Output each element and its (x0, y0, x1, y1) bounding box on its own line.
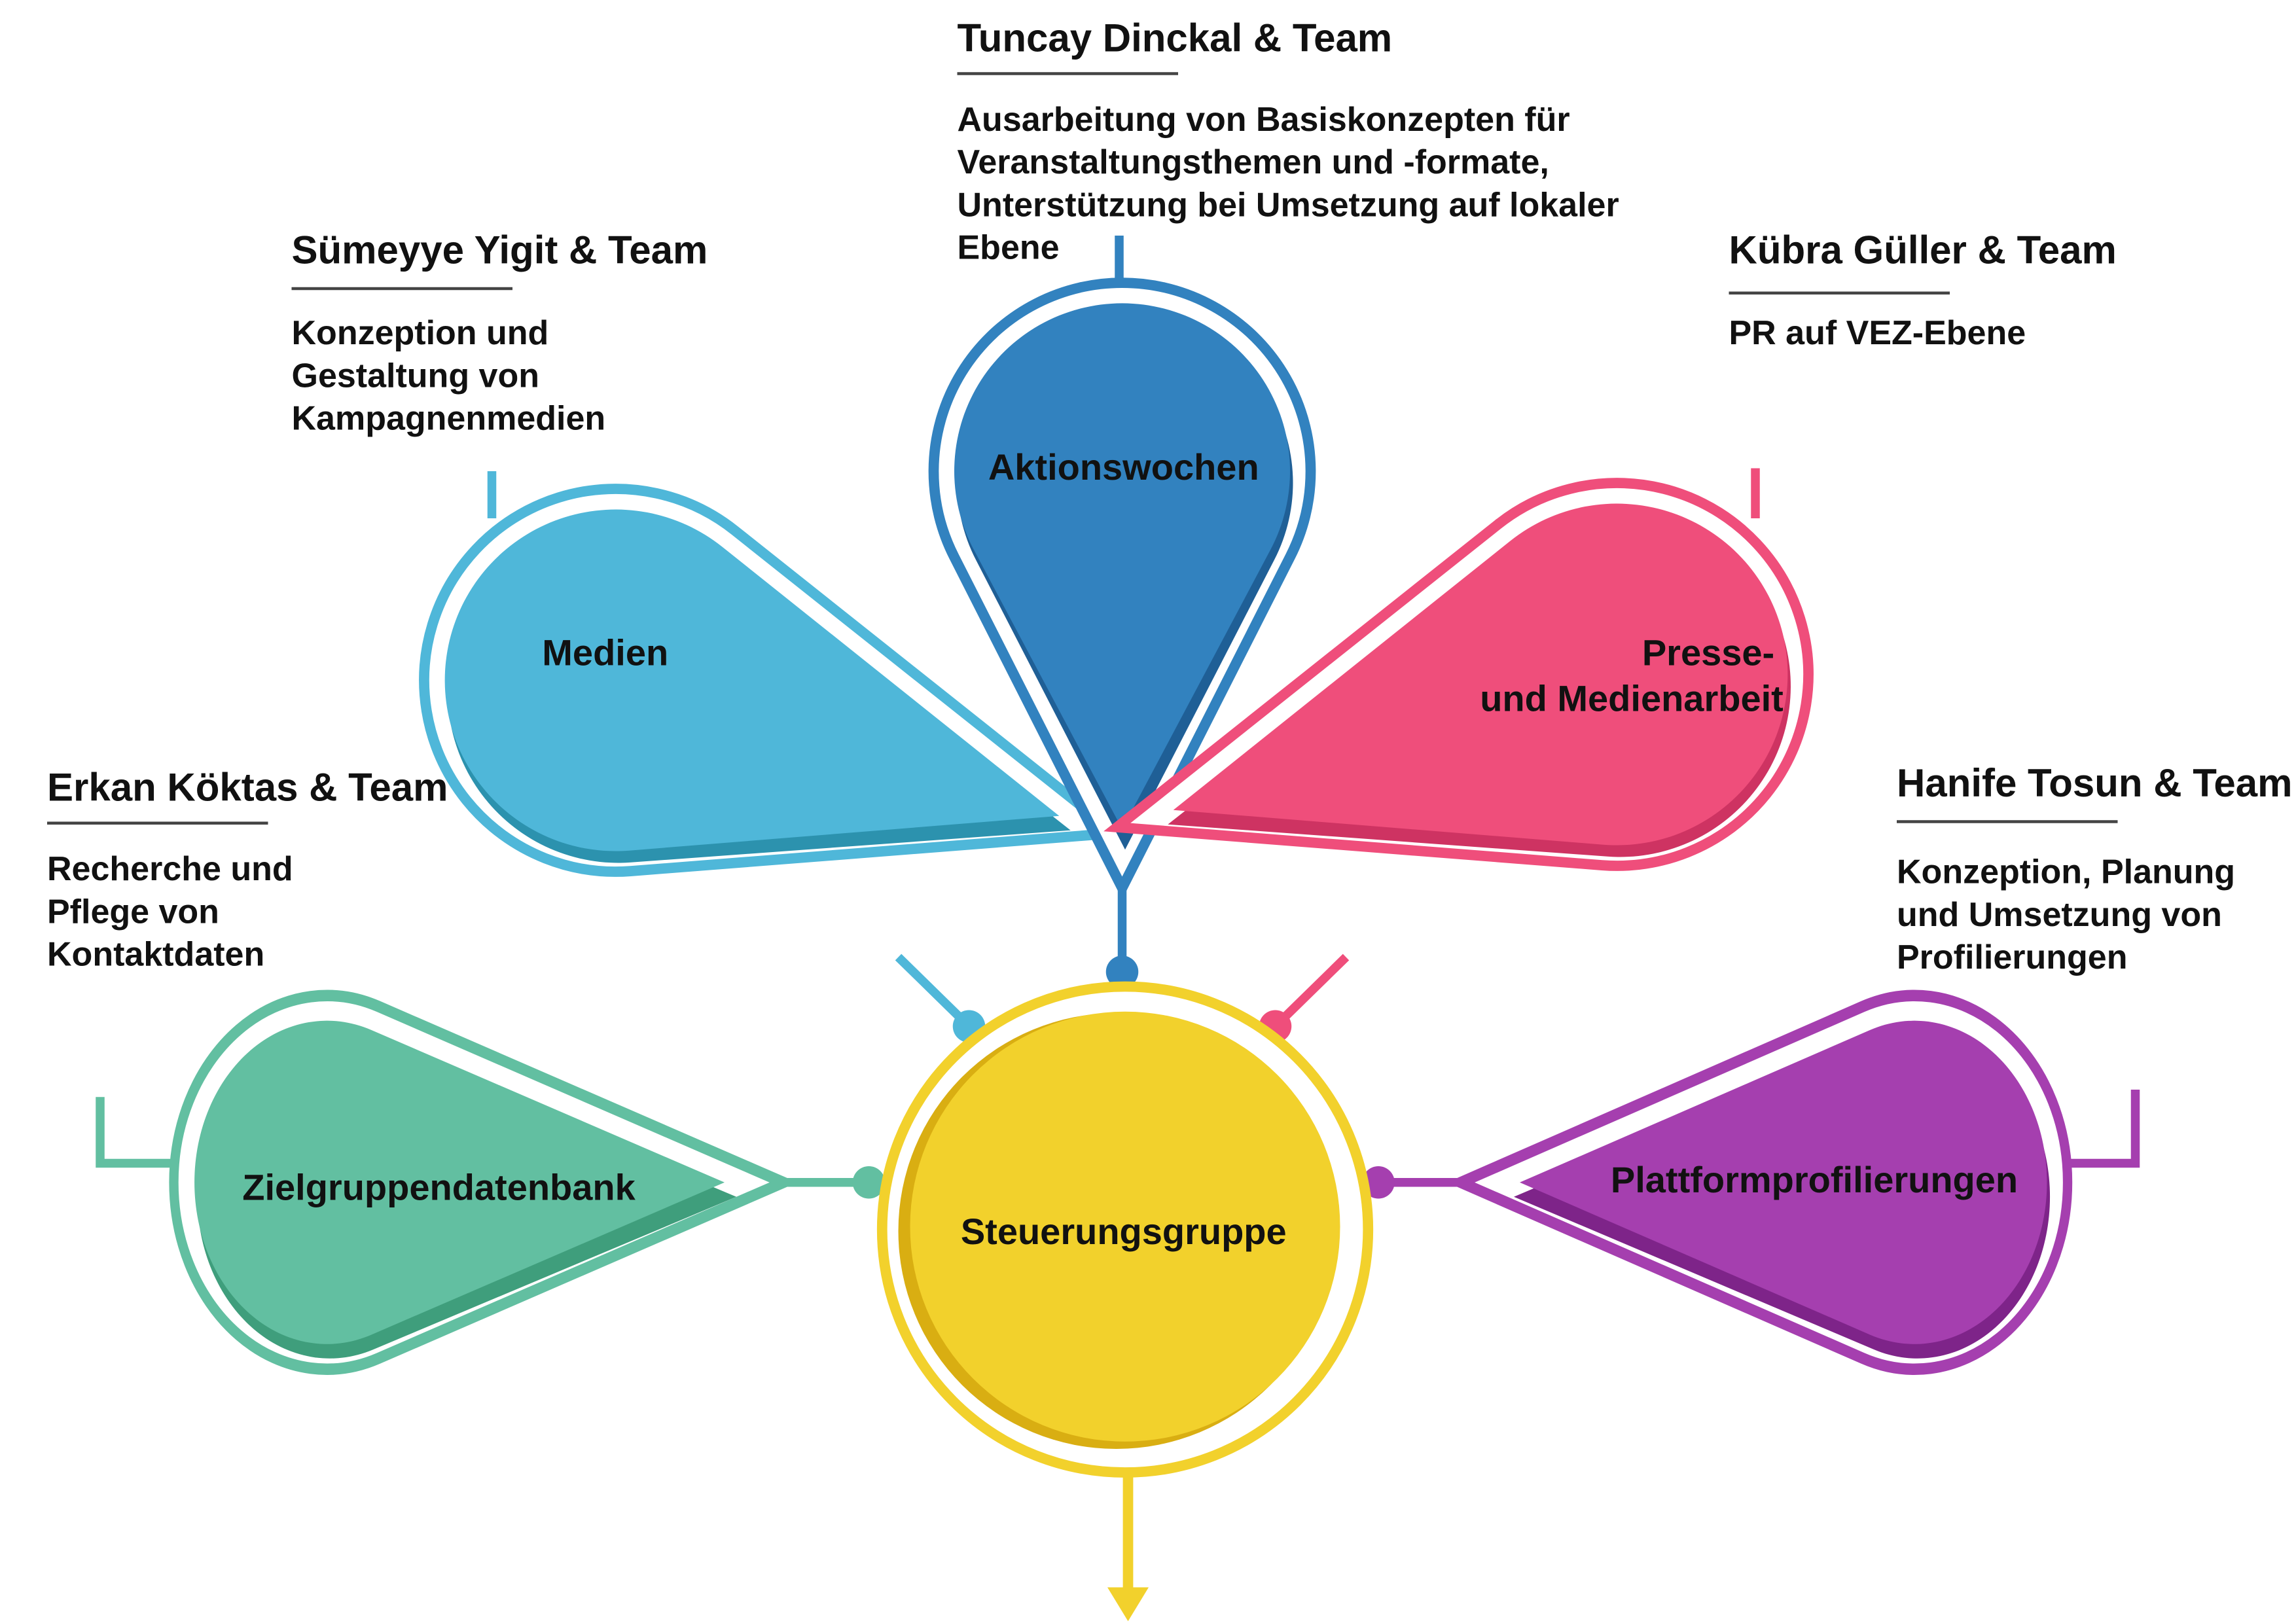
connector-dot (852, 1166, 886, 1199)
bracket-line (2062, 1090, 2140, 1168)
petal-label: Medien (542, 632, 668, 673)
petal-label: Aktionswochen (988, 446, 1259, 488)
petal-fill (1520, 1020, 2047, 1344)
petal-aktionswochen: Aktionswochen (928, 277, 1316, 900)
down-arrow-head (1107, 1587, 1149, 1622)
petal-fill (444, 509, 1060, 851)
team-description: Profilierungen (1897, 938, 2127, 976)
team-description: Kampagnenmedien (292, 400, 606, 438)
connector-dot (1362, 1166, 1395, 1199)
team-description: PR auf VEZ-Ebene (1729, 314, 2026, 352)
connectors (96, 236, 2140, 1199)
team-title: Erkan Köktas & Team (47, 766, 448, 810)
team-description: Ebene (958, 229, 1060, 267)
petal-fill (954, 303, 1291, 829)
team-description: Konzeption und (292, 314, 549, 352)
team-title: Tuncay Dinckal & Team (958, 16, 1393, 60)
team-description: Kontaktdaten (47, 936, 264, 974)
team-description: Pflege von (47, 893, 219, 931)
team-title: Kübra Güller & Team (1729, 228, 2117, 272)
connector-dot (1105, 955, 1139, 988)
center-label: Steuerungsgruppe (961, 1211, 1287, 1252)
petal-medien: Medien (419, 484, 1129, 877)
petal-label: Presse- (1642, 632, 1774, 673)
team-block-presse: Kübra Güller & Team PR auf VEZ-Ebene (1729, 228, 2117, 352)
connector-line (1272, 954, 1350, 1030)
center-node: Steuerungsgruppe (876, 981, 1374, 1622)
petal-label: und Medienarbeit (1480, 677, 1784, 719)
team-description: Gestaltung von (292, 357, 539, 395)
petal-fill (194, 1020, 725, 1344)
petal-zielgruppendatenbank: Zielgruppendatenbank (169, 990, 798, 1375)
petals: ZielgruppendatenbankMedienAktionswochenP… (169, 277, 2073, 1375)
team-description: Unterstützung bei Umsetzung auf lokaler (958, 186, 1619, 224)
petal-presse: Presse-und Medienarbeit (1103, 478, 1814, 871)
connector-line (895, 954, 973, 1030)
petal-fill (1173, 503, 1788, 846)
team-description: Veranstaltungsthemen und -formate, (958, 143, 1549, 181)
petal-plattformprofilierungen: Plattformprofilierungen (1446, 990, 2073, 1375)
team-title: Sümeyye Yigit & Team (292, 228, 708, 272)
team-description: Konzeption, Planung (1897, 853, 2235, 891)
petal-label: Zielgruppendatenbank (242, 1166, 636, 1207)
center-fill (910, 1011, 1340, 1442)
team-description: und Umsetzung von (1897, 896, 2222, 934)
team-description: Recherche und (47, 850, 293, 888)
petal-label: Plattformprofilierungen (1611, 1159, 2018, 1200)
bracket-line (96, 1097, 180, 1168)
team-description: Ausarbeitung von Basiskonzepten für (958, 101, 1570, 139)
team-title: Hanife Tosun & Team (1897, 761, 2293, 805)
